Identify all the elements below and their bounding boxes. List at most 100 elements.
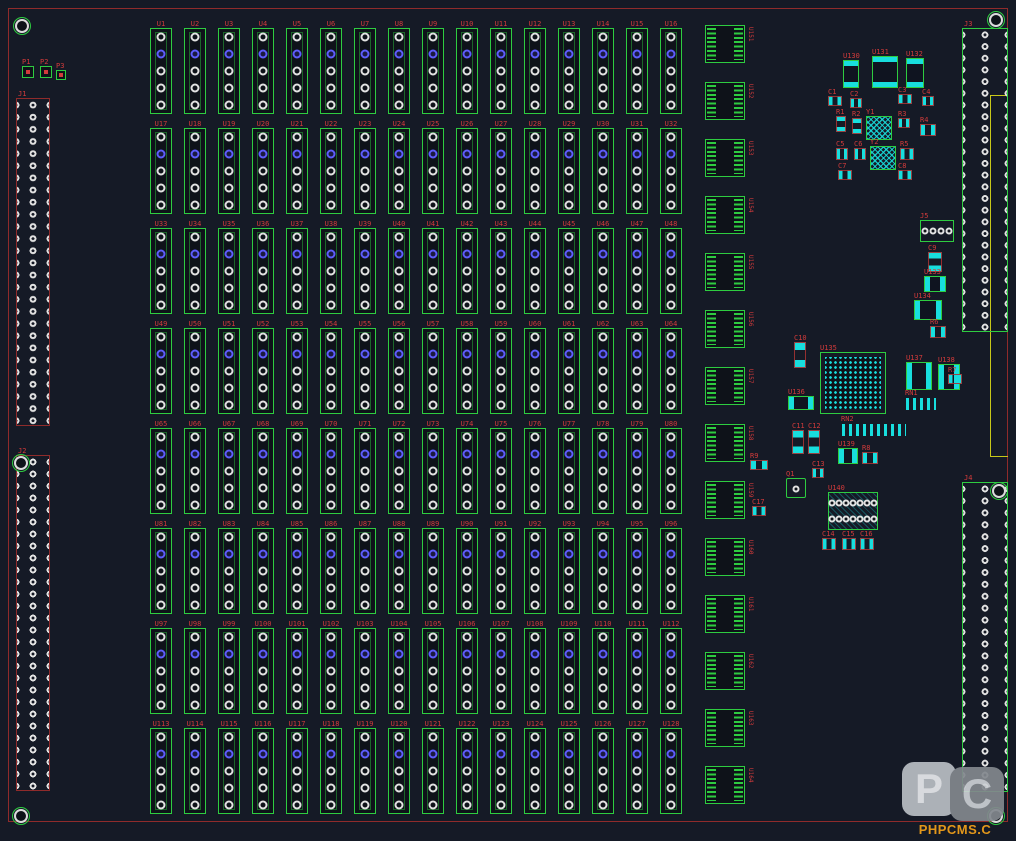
component-footprint[interactable]: U66 xyxy=(184,428,206,514)
component-footprint[interactable]: U35 xyxy=(218,228,240,314)
smd-component-ich[interactable]: U133 xyxy=(924,276,946,292)
ic-footprint[interactable]: U164 xyxy=(705,766,745,804)
component-footprint[interactable]: U93 xyxy=(558,528,580,614)
component-footprint[interactable]: U33 xyxy=(150,228,172,314)
smd-component-ich[interactable]: U136 xyxy=(788,396,814,410)
component-footprint[interactable]: U83 xyxy=(218,528,240,614)
component-footprint[interactable]: U11 xyxy=(490,28,512,114)
mounting-hole[interactable] xyxy=(13,17,31,35)
component-footprint[interactable]: U126 xyxy=(592,728,614,814)
component-footprint[interactable]: U115 xyxy=(218,728,240,814)
component-footprint[interactable]: U119 xyxy=(354,728,376,814)
component-footprint[interactable]: U86 xyxy=(320,528,342,614)
component-footprint[interactable]: U75 xyxy=(490,428,512,514)
component-footprint[interactable]: U53 xyxy=(286,328,308,414)
component-footprint[interactable]: U116 xyxy=(252,728,274,814)
component-footprint[interactable]: U94 xyxy=(592,528,614,614)
smd-component-passv[interactable]: R2 xyxy=(852,118,862,134)
component-footprint[interactable]: U74 xyxy=(456,428,478,514)
smd-component-bga[interactable]: U135 xyxy=(820,352,886,414)
component-footprint[interactable]: U61 xyxy=(558,328,580,414)
component-footprint[interactable]: U2 xyxy=(184,28,206,114)
component-footprint[interactable]: U6 xyxy=(320,28,342,114)
smd-component-xtal[interactable]: Y1 xyxy=(866,116,892,140)
component-footprint[interactable]: U5 xyxy=(286,28,308,114)
component-footprint[interactable]: U56 xyxy=(388,328,410,414)
component-footprint[interactable]: U82 xyxy=(184,528,206,614)
smd-component-passh[interactable]: C4 xyxy=(922,96,934,106)
component-footprint[interactable]: U7 xyxy=(354,28,376,114)
component-footprint[interactable]: U37 xyxy=(286,228,308,314)
component-footprint[interactable]: U29 xyxy=(558,128,580,214)
component-footprint[interactable]: U79 xyxy=(626,428,648,514)
smd-component-sq[interactable]: P3 xyxy=(56,70,66,80)
smd-component-passh[interactable]: C8 xyxy=(898,170,912,180)
ic-footprint[interactable]: U151 xyxy=(705,25,745,63)
component-footprint[interactable]: U51 xyxy=(218,328,240,414)
smd-component-padrow[interactable]: RN1 xyxy=(906,398,936,410)
component-footprint[interactable]: U102 xyxy=(320,628,342,714)
component-footprint[interactable]: U41 xyxy=(422,228,444,314)
component-footprint[interactable]: U90 xyxy=(456,528,478,614)
smd-component-sq[interactable]: P1 xyxy=(22,66,34,78)
component-footprint[interactable]: U59 xyxy=(490,328,512,414)
smd-component-passh[interactable]: C15 xyxy=(842,538,856,550)
component-footprint[interactable]: U42 xyxy=(456,228,478,314)
component-footprint[interactable]: U58 xyxy=(456,328,478,414)
smd-component-passh[interactable]: C6 xyxy=(854,148,866,160)
component-footprint[interactable]: U28 xyxy=(524,128,546,214)
component-footprint[interactable]: U44 xyxy=(524,228,546,314)
component-footprint[interactable]: U46 xyxy=(592,228,614,314)
smd-component-passh[interactable]: R6 xyxy=(930,326,946,338)
smd-component-xtal[interactable]: Y2 xyxy=(870,146,896,170)
component-footprint[interactable]: U17 xyxy=(150,128,172,214)
component-footprint[interactable]: U50 xyxy=(184,328,206,414)
component-footprint[interactable]: U22 xyxy=(320,128,342,214)
component-footprint[interactable]: U108 xyxy=(524,628,546,714)
component-footprint[interactable]: U87 xyxy=(354,528,376,614)
component-footprint[interactable]: U106 xyxy=(456,628,478,714)
component-footprint[interactable]: U114 xyxy=(184,728,206,814)
smd-component-passh[interactable]: C16 xyxy=(860,538,874,550)
smd-component-passh[interactable]: C13 xyxy=(812,468,824,478)
component-footprint[interactable]: U23 xyxy=(354,128,376,214)
component-footprint[interactable]: U31 xyxy=(626,128,648,214)
component-footprint[interactable]: U67 xyxy=(218,428,240,514)
edge-connector[interactable]: J1 xyxy=(16,98,50,426)
component-footprint[interactable]: U49 xyxy=(150,328,172,414)
smd-component-ich[interactable]: U139 xyxy=(838,448,858,464)
smd-component-ich[interactable]: U137 xyxy=(906,362,932,390)
component-footprint[interactable]: U1 xyxy=(150,28,172,114)
smd-component-ich[interactable]: U134 xyxy=(914,300,942,320)
smd-component-passh[interactable]: R8 xyxy=(862,452,878,464)
ic-footprint[interactable]: U154 xyxy=(705,196,745,234)
edge-connector[interactable]: J4 xyxy=(962,482,1008,792)
smd-component-passh[interactable]: C14 xyxy=(822,538,836,550)
smd-component-passv[interactable]: C11 xyxy=(792,430,804,454)
component-footprint[interactable]: U80 xyxy=(660,428,682,514)
component-footprint[interactable]: U55 xyxy=(354,328,376,414)
component-footprint[interactable]: U112 xyxy=(660,628,682,714)
component-footprint[interactable]: U12 xyxy=(524,28,546,114)
ic-footprint[interactable]: U159 xyxy=(705,481,745,519)
component-footprint[interactable]: U21 xyxy=(286,128,308,214)
component-footprint[interactable]: U34 xyxy=(184,228,206,314)
smd-component-passv[interactable]: C10 xyxy=(794,342,806,368)
ic-footprint[interactable]: U163 xyxy=(705,709,745,747)
ic-footprint[interactable]: U158 xyxy=(705,424,745,462)
component-footprint[interactable]: U104 xyxy=(388,628,410,714)
component-footprint[interactable]: U47 xyxy=(626,228,648,314)
component-footprint[interactable]: U18 xyxy=(184,128,206,214)
component-footprint[interactable]: U101 xyxy=(286,628,308,714)
component-footprint[interactable]: U3 xyxy=(218,28,240,114)
component-footprint[interactable]: U14 xyxy=(592,28,614,114)
component-footprint[interactable]: U43 xyxy=(490,228,512,314)
component-footprint[interactable]: U9 xyxy=(422,28,444,114)
component-footprint[interactable]: U110 xyxy=(592,628,614,714)
component-footprint[interactable]: U89 xyxy=(422,528,444,614)
component-footprint[interactable]: U120 xyxy=(388,728,410,814)
component-footprint[interactable]: U39 xyxy=(354,228,376,314)
component-footprint[interactable]: U113 xyxy=(150,728,172,814)
component-footprint[interactable]: U85 xyxy=(286,528,308,614)
component-footprint[interactable]: U92 xyxy=(524,528,546,614)
